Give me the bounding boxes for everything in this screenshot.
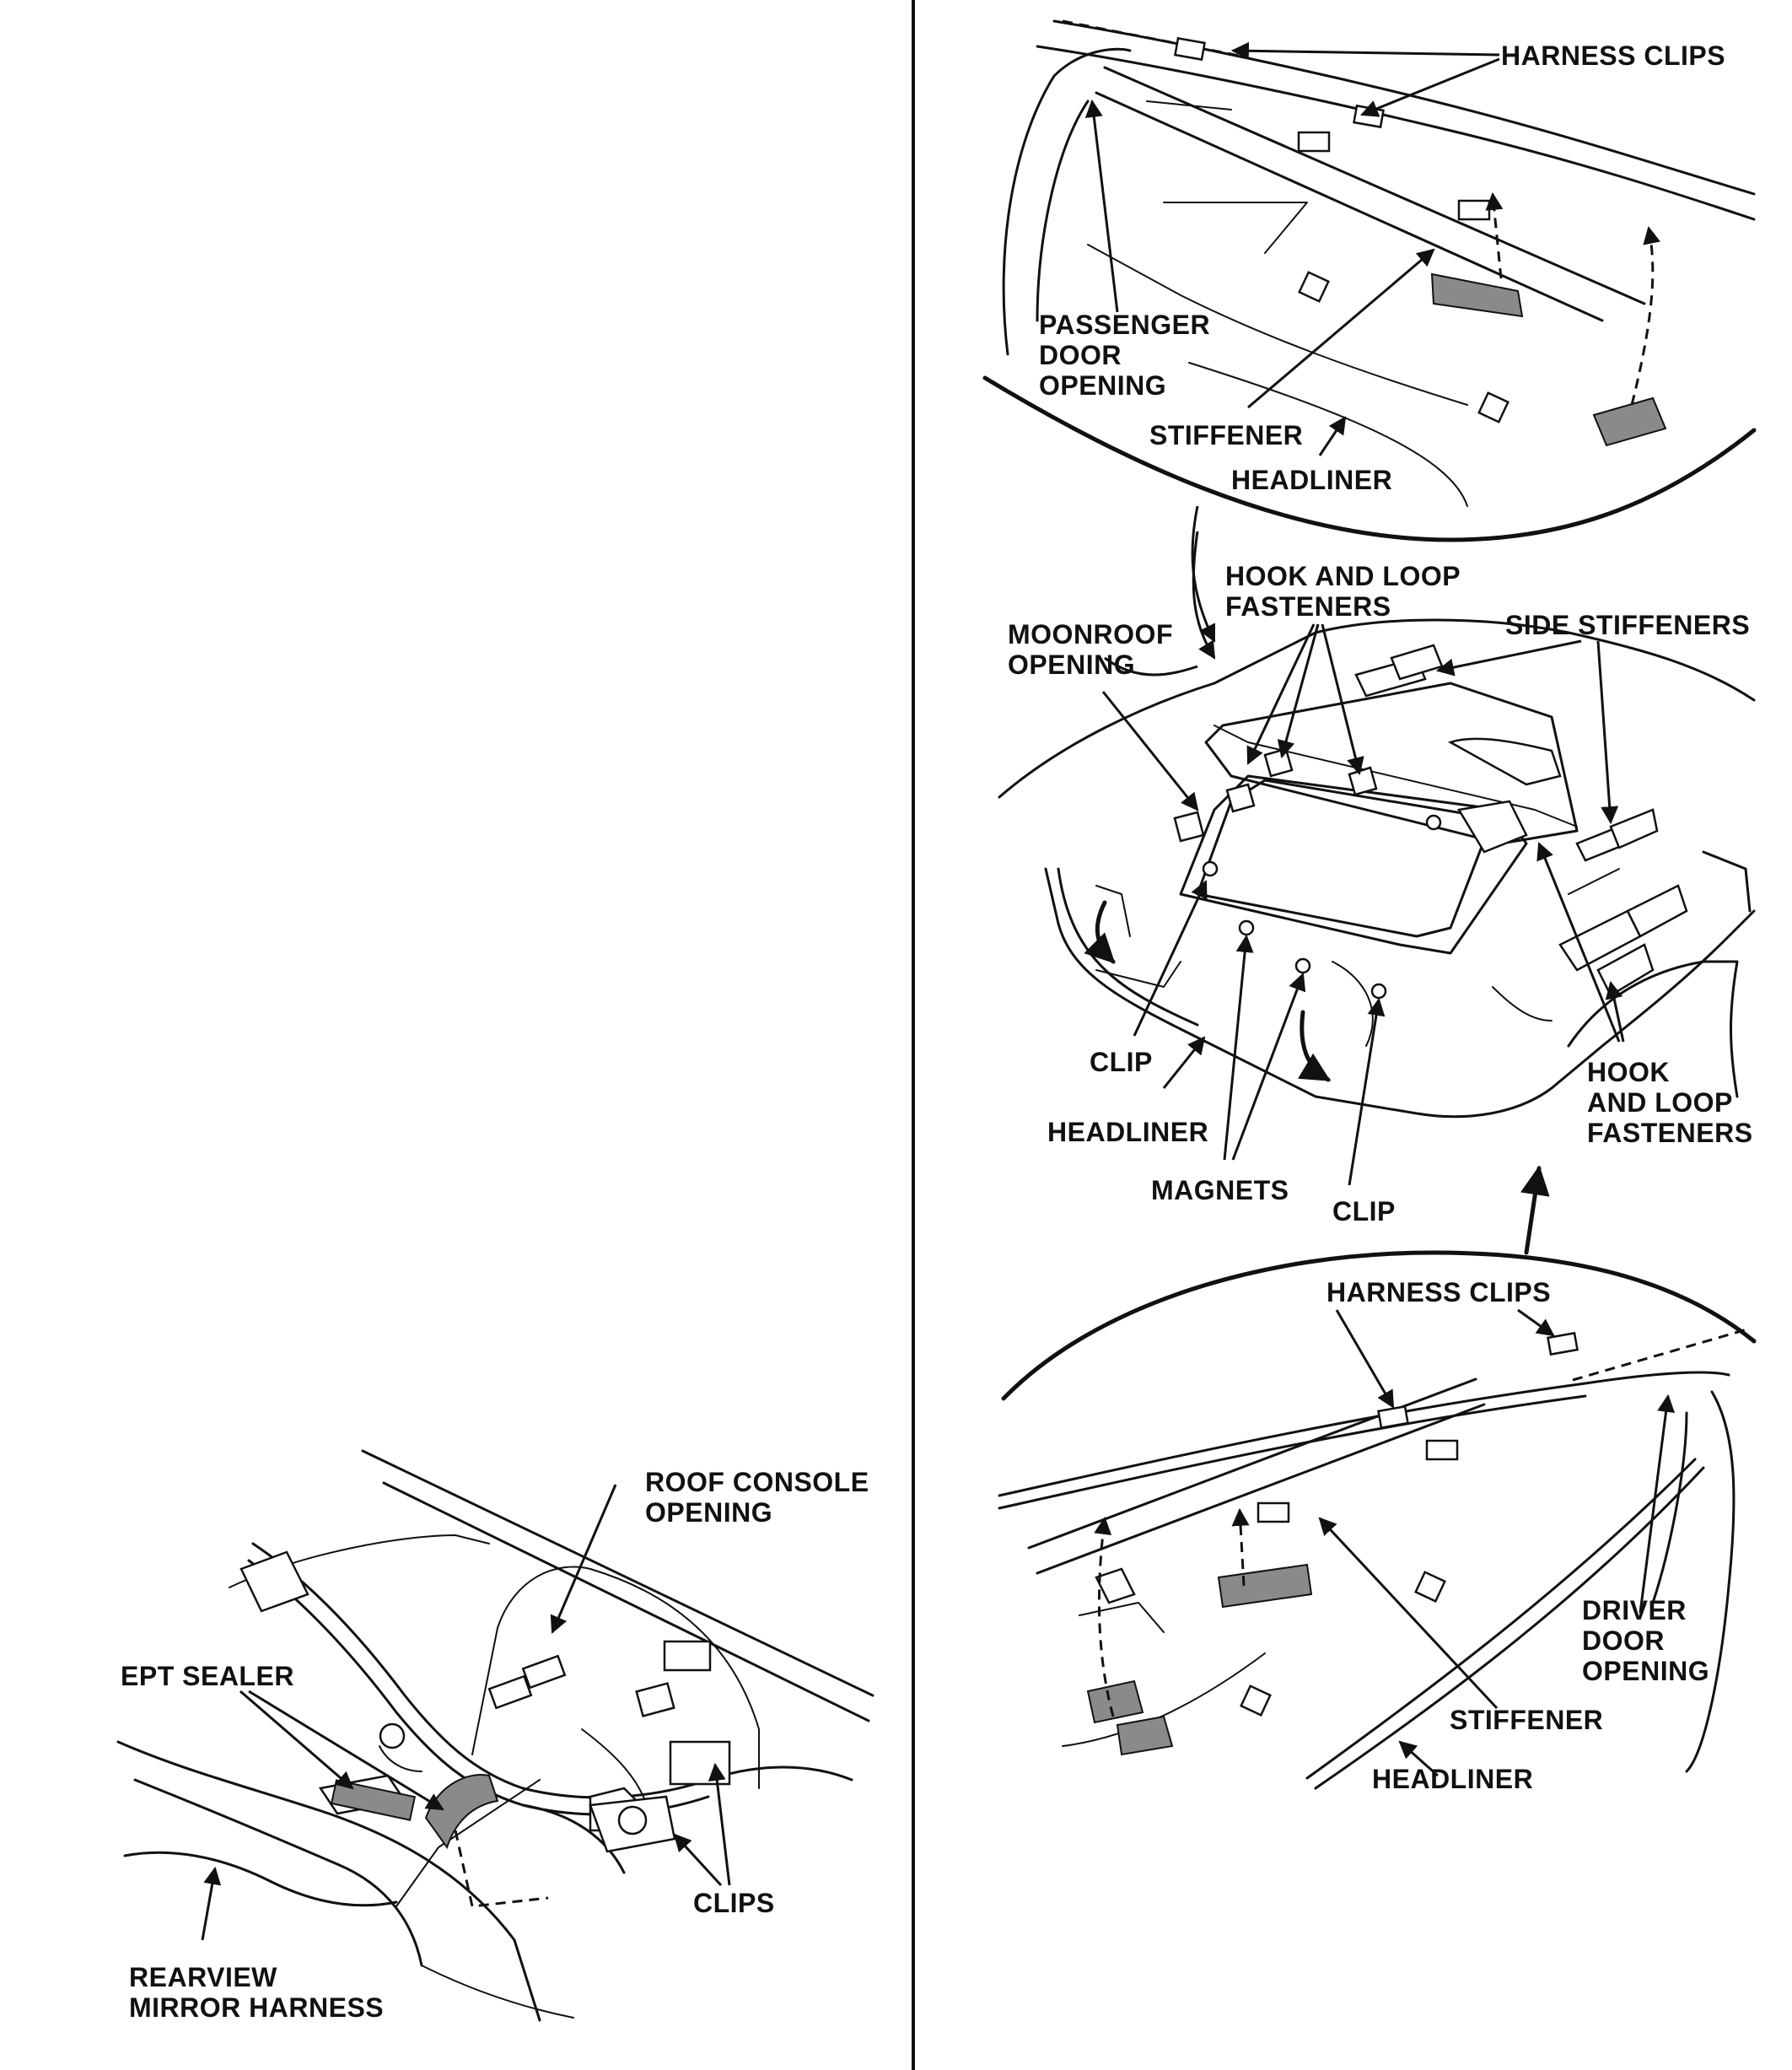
label-roof-console-opening-line-1: ROOF CONSOLE <box>645 1467 869 1497</box>
label-clips-line-1: CLIPS <box>693 1888 775 1918</box>
label-headliner-overview-line-1: HEADLINER <box>1047 1117 1208 1147</box>
label-ept-sealer-line-1: EPT SEALER <box>121 1661 294 1691</box>
label-headliner-driver-line-1: HEADLINER <box>1372 1764 1533 1794</box>
label-stiffener-driver-line-1: STIFFENER <box>1450 1705 1603 1735</box>
label-stiffener-passenger-line-1: STIFFENER <box>1149 420 1303 450</box>
label-passenger-door-opening-line-3: OPENING <box>1039 370 1166 401</box>
label-driver-door-opening-line-3: OPENING <box>1582 1656 1709 1686</box>
label-clip-left-line-1: CLIP <box>1090 1047 1153 1077</box>
label-hook-and-loop-right-line-3: FASTENERS <box>1587 1118 1753 1148</box>
label-hook-and-loop-top-line-2: FASTENERS <box>1225 591 1391 622</box>
label-roof-console-opening-line-2: OPENING <box>645 1497 772 1528</box>
label-headliner-overview: HEADLINER <box>1047 1117 1208 1147</box>
label-passenger-door-opening-line-1: PASSENGER <box>1039 310 1210 340</box>
label-harness-clips-driver-line-1: HARNESS CLIPS <box>1327 1277 1551 1307</box>
label-clips: CLIPS <box>693 1888 775 1918</box>
label-harness-clips-passenger: HARNESS CLIPS <box>1501 40 1725 71</box>
label-harness-clips-passenger-line-1: HARNESS CLIPS <box>1501 40 1725 71</box>
label-passenger-door-opening-line-2: DOOR <box>1039 340 1122 370</box>
label-headliner-passenger: HEADLINER <box>1231 465 1392 495</box>
label-side-stiffeners-line-1: SIDE STIFFENERS <box>1505 610 1750 640</box>
label-harness-clips-driver: HARNESS CLIPS <box>1327 1277 1551 1307</box>
label-driver-door-opening-line-2: DOOR <box>1582 1625 1665 1656</box>
label-rearview-mirror-harness-line-1: REARVIEW <box>129 1962 277 1992</box>
label-stiffener-driver: STIFFENER <box>1450 1705 1603 1735</box>
label-moonroof-opening-line-2: OPENING <box>1008 650 1135 680</box>
label-headliner-passenger-line-1: HEADLINER <box>1231 465 1392 495</box>
label-magnets-line-1: MAGNETS <box>1151 1175 1289 1205</box>
label-ept-sealer: EPT SEALER <box>121 1661 294 1691</box>
label-side-stiffeners: SIDE STIFFENERS <box>1505 610 1750 640</box>
label-headliner-driver: HEADLINER <box>1372 1764 1533 1794</box>
roof-console-view <box>116 1449 874 2022</box>
label-magnets: MAGNETS <box>1151 1175 1289 1205</box>
label-clip-right-line-1: CLIP <box>1332 1196 1396 1226</box>
label-hook-and-loop-right-line-1: HOOK <box>1587 1057 1670 1087</box>
label-rearview-mirror-harness-line-2: MIRROR HARNESS <box>129 1992 384 2023</box>
label-clip-right: CLIP <box>1332 1196 1396 1226</box>
headliner-overview <box>998 531 1756 1255</box>
label-moonroof-opening-line-1: MOONROOF <box>1008 619 1173 650</box>
label-driver-door-opening-line-1: DRIVER <box>1582 1595 1687 1625</box>
label-hook-and-loop-right-line-2: AND LOOP <box>1587 1087 1733 1118</box>
label-clip-left: CLIP <box>1090 1047 1153 1077</box>
label-stiffener-passenger: STIFFENER <box>1149 420 1303 450</box>
label-hook-and-loop-top-line-1: HOOK AND LOOP <box>1225 561 1461 591</box>
driver-side-view <box>998 1250 1757 1790</box>
passenger-side-view <box>982 19 1757 643</box>
